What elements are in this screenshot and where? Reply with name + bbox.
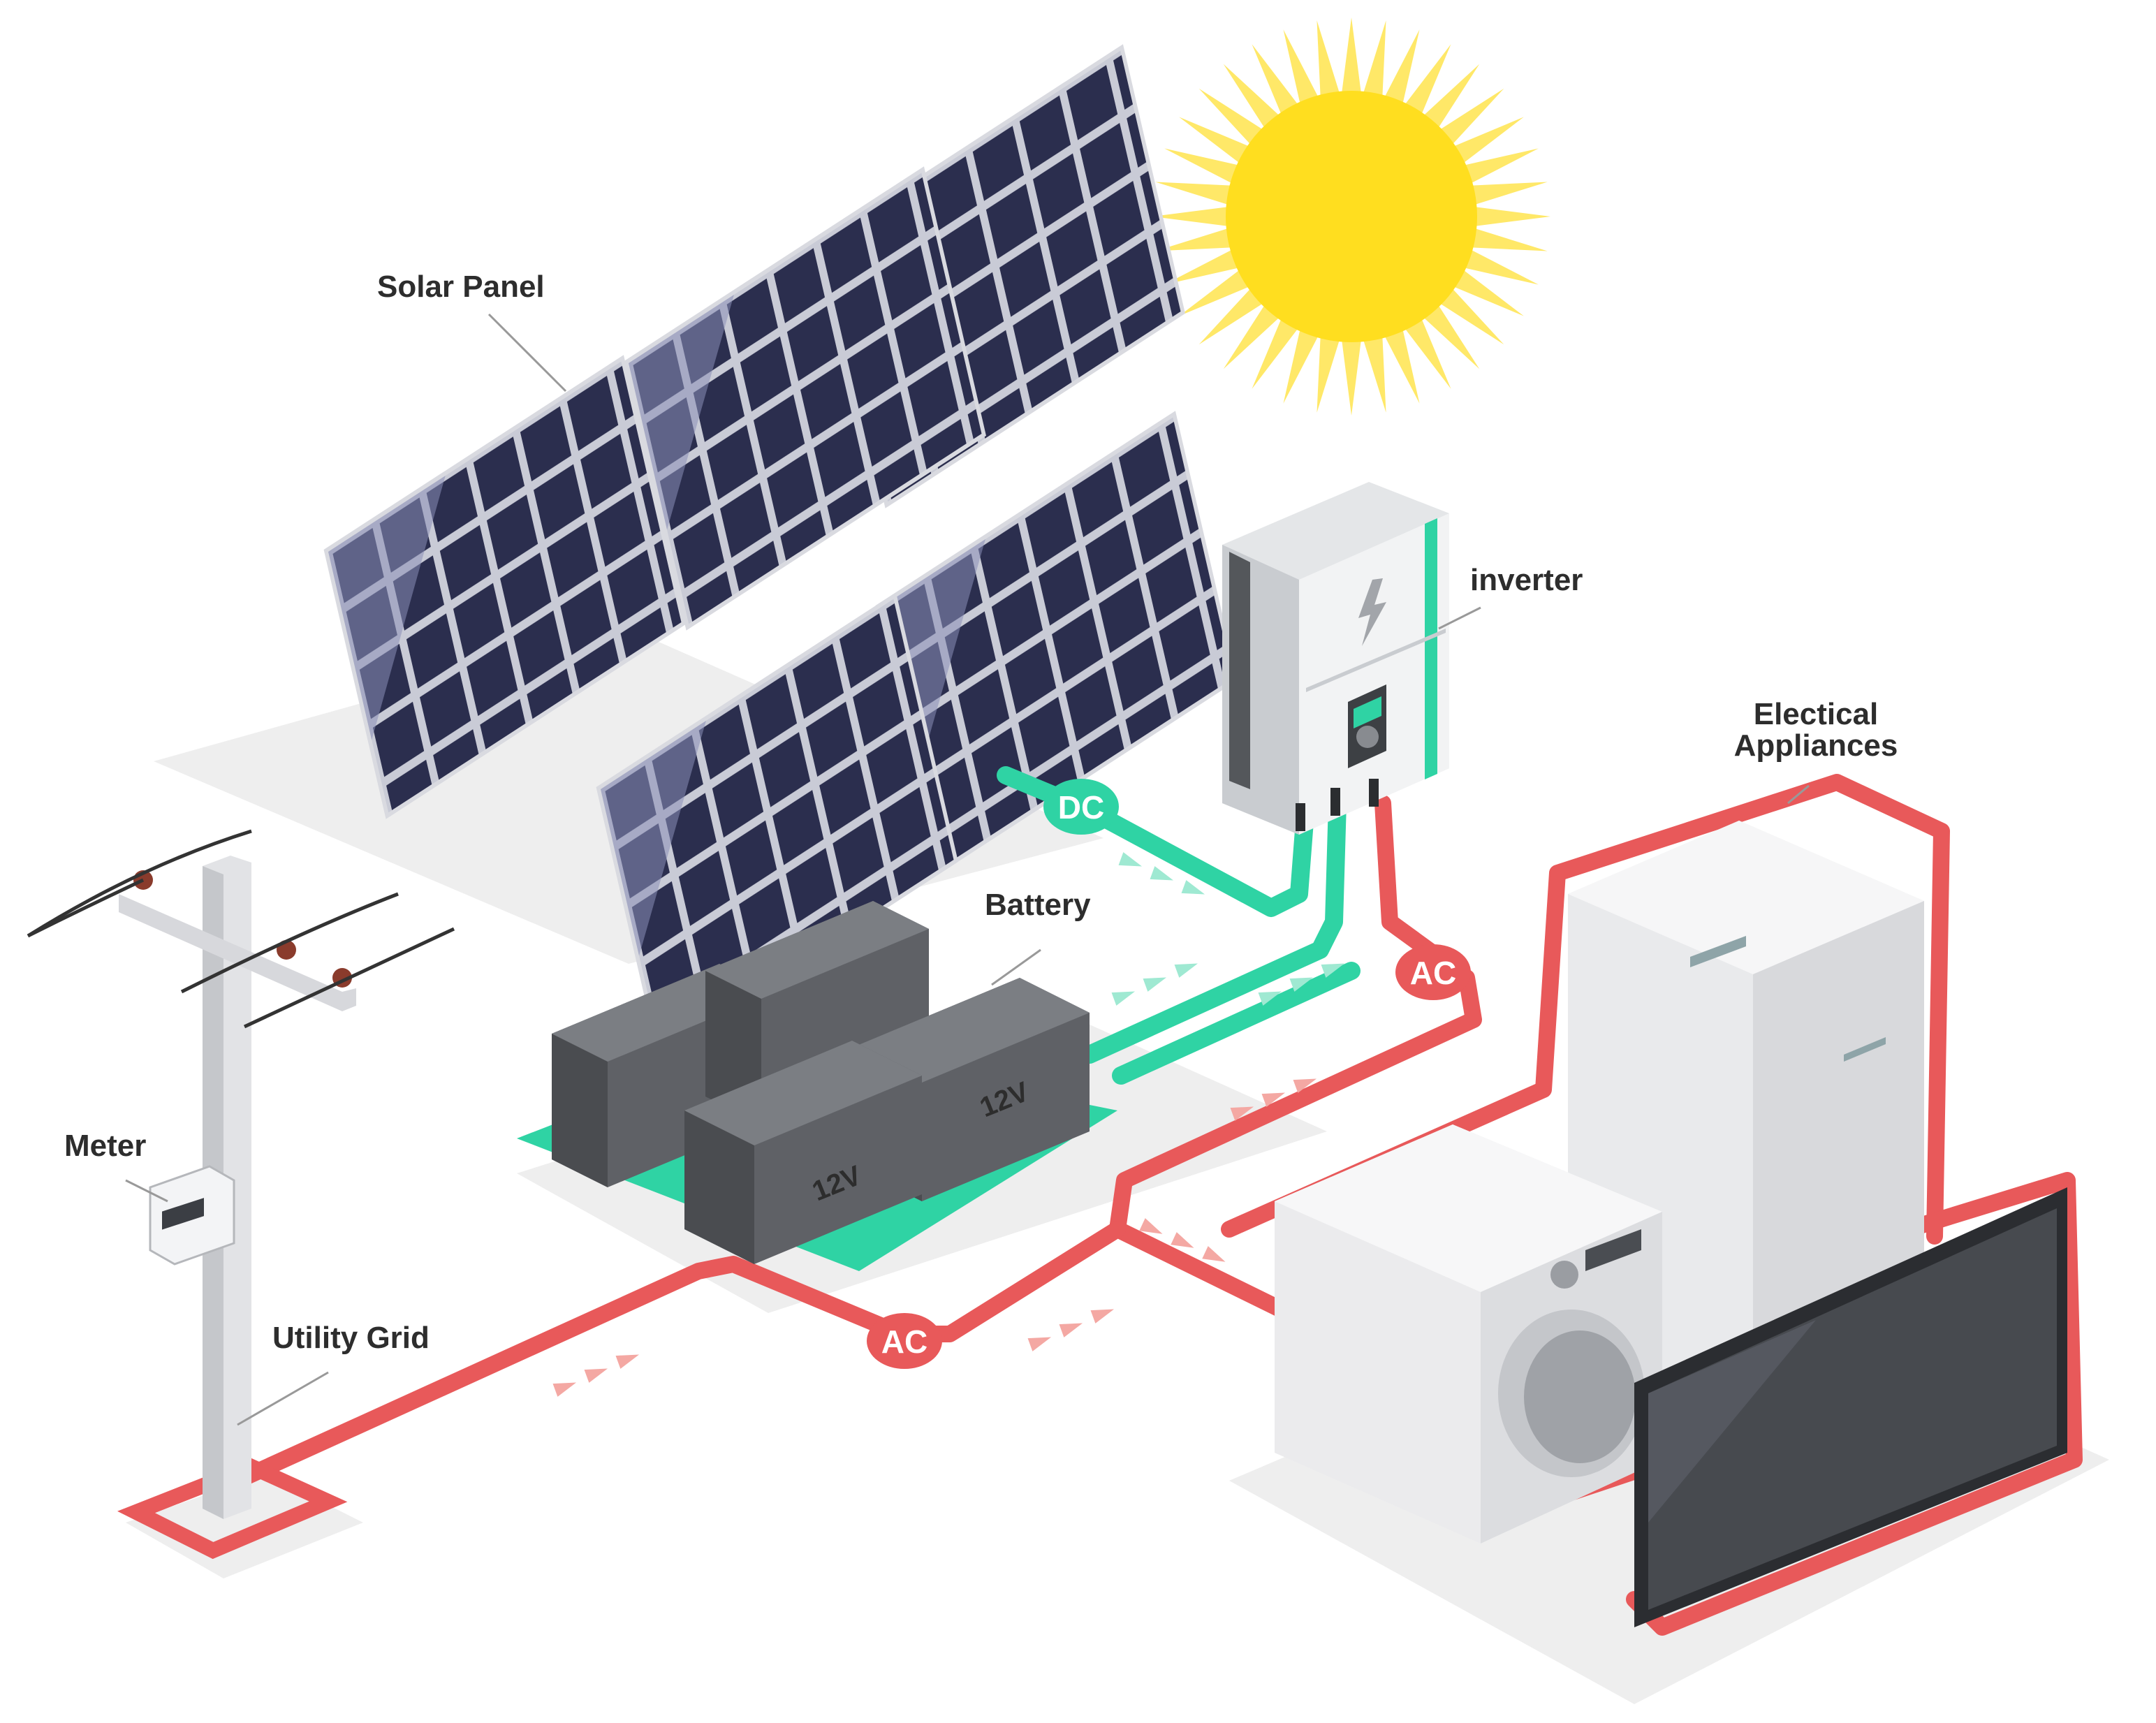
television: [1634, 1187, 2067, 1627]
lightning-bolt-icon: [1358, 578, 1386, 646]
label-solar-panel: Solar Panel: [377, 270, 545, 304]
ac-flow-arrow: [1059, 1323, 1083, 1337]
dc-badge: DC: [1043, 779, 1119, 835]
label-inverter: inverter: [1470, 563, 1583, 597]
dc-flow-arrow: [1289, 977, 1314, 992]
battery-cell: 12V: [684, 1041, 922, 1264]
label-battery: Battery: [985, 888, 1091, 922]
dc-flow-arrow: [1118, 852, 1143, 867]
ac-badge-grid: AC: [867, 1313, 942, 1369]
meter-box: [149, 1165, 235, 1266]
callouts: [125, 313, 1810, 1426]
solar-panel-array: [323, 44, 1238, 1057]
solar-panel: [624, 166, 986, 631]
dc-flow-arrow: [1174, 963, 1198, 978]
ac-flow-arrow: [1261, 1092, 1286, 1107]
inverter-unit: [1222, 482, 1449, 835]
ac-flow-arrow: [1090, 1309, 1115, 1324]
label-utility-grid: Utility Grid: [272, 1321, 430, 1355]
ac-flow-arrows: [552, 1078, 1317, 1397]
ac-flow-arrow: [1230, 1106, 1254, 1121]
ac-flow-arrow: [552, 1382, 577, 1397]
dc-flow-arrow: [1143, 977, 1167, 992]
dc-flow-arrow: [1258, 991, 1282, 1006]
ac-flow-arrow: [1293, 1078, 1317, 1093]
ac-flow-arrow: [1139, 1218, 1163, 1234]
dc-flow-arrow: [1111, 991, 1136, 1006]
ac-badge-inverter-text: AC: [1410, 955, 1456, 991]
utility-pole: [27, 829, 455, 1519]
ac-flow-arrow: [584, 1368, 608, 1383]
dc-flow-arrows: [1111, 852, 1345, 1006]
dc-flow-arrow: [1321, 963, 1345, 978]
ac-badge-inverter: AC: [1395, 944, 1471, 1000]
solar-panel: [596, 592, 958, 1057]
label-electrical-appliances-line2: Appliances: [1734, 728, 1898, 763]
sun-icon: [1152, 17, 1550, 416]
label-electrical-appliances-line1: Electical: [1754, 697, 1879, 731]
ac-flow-arrow: [615, 1354, 640, 1369]
solar-panel: [323, 355, 686, 819]
dc-badge-text: DC: [1058, 789, 1104, 826]
ac-badge-grid-text: AC: [881, 1324, 927, 1360]
washing-machine: [1275, 1124, 1662, 1544]
label-meter: Meter: [64, 1129, 146, 1163]
ac-flow-arrow: [1171, 1232, 1194, 1248]
ac-flow-arrow: [1027, 1337, 1052, 1351]
battery-bank: 12V 12V: [517, 901, 1117, 1271]
ac-flow-arrow: [1202, 1246, 1226, 1262]
dc-flow-arrow: [1181, 880, 1205, 895]
dc-flow-arrow: [1150, 866, 1174, 881]
